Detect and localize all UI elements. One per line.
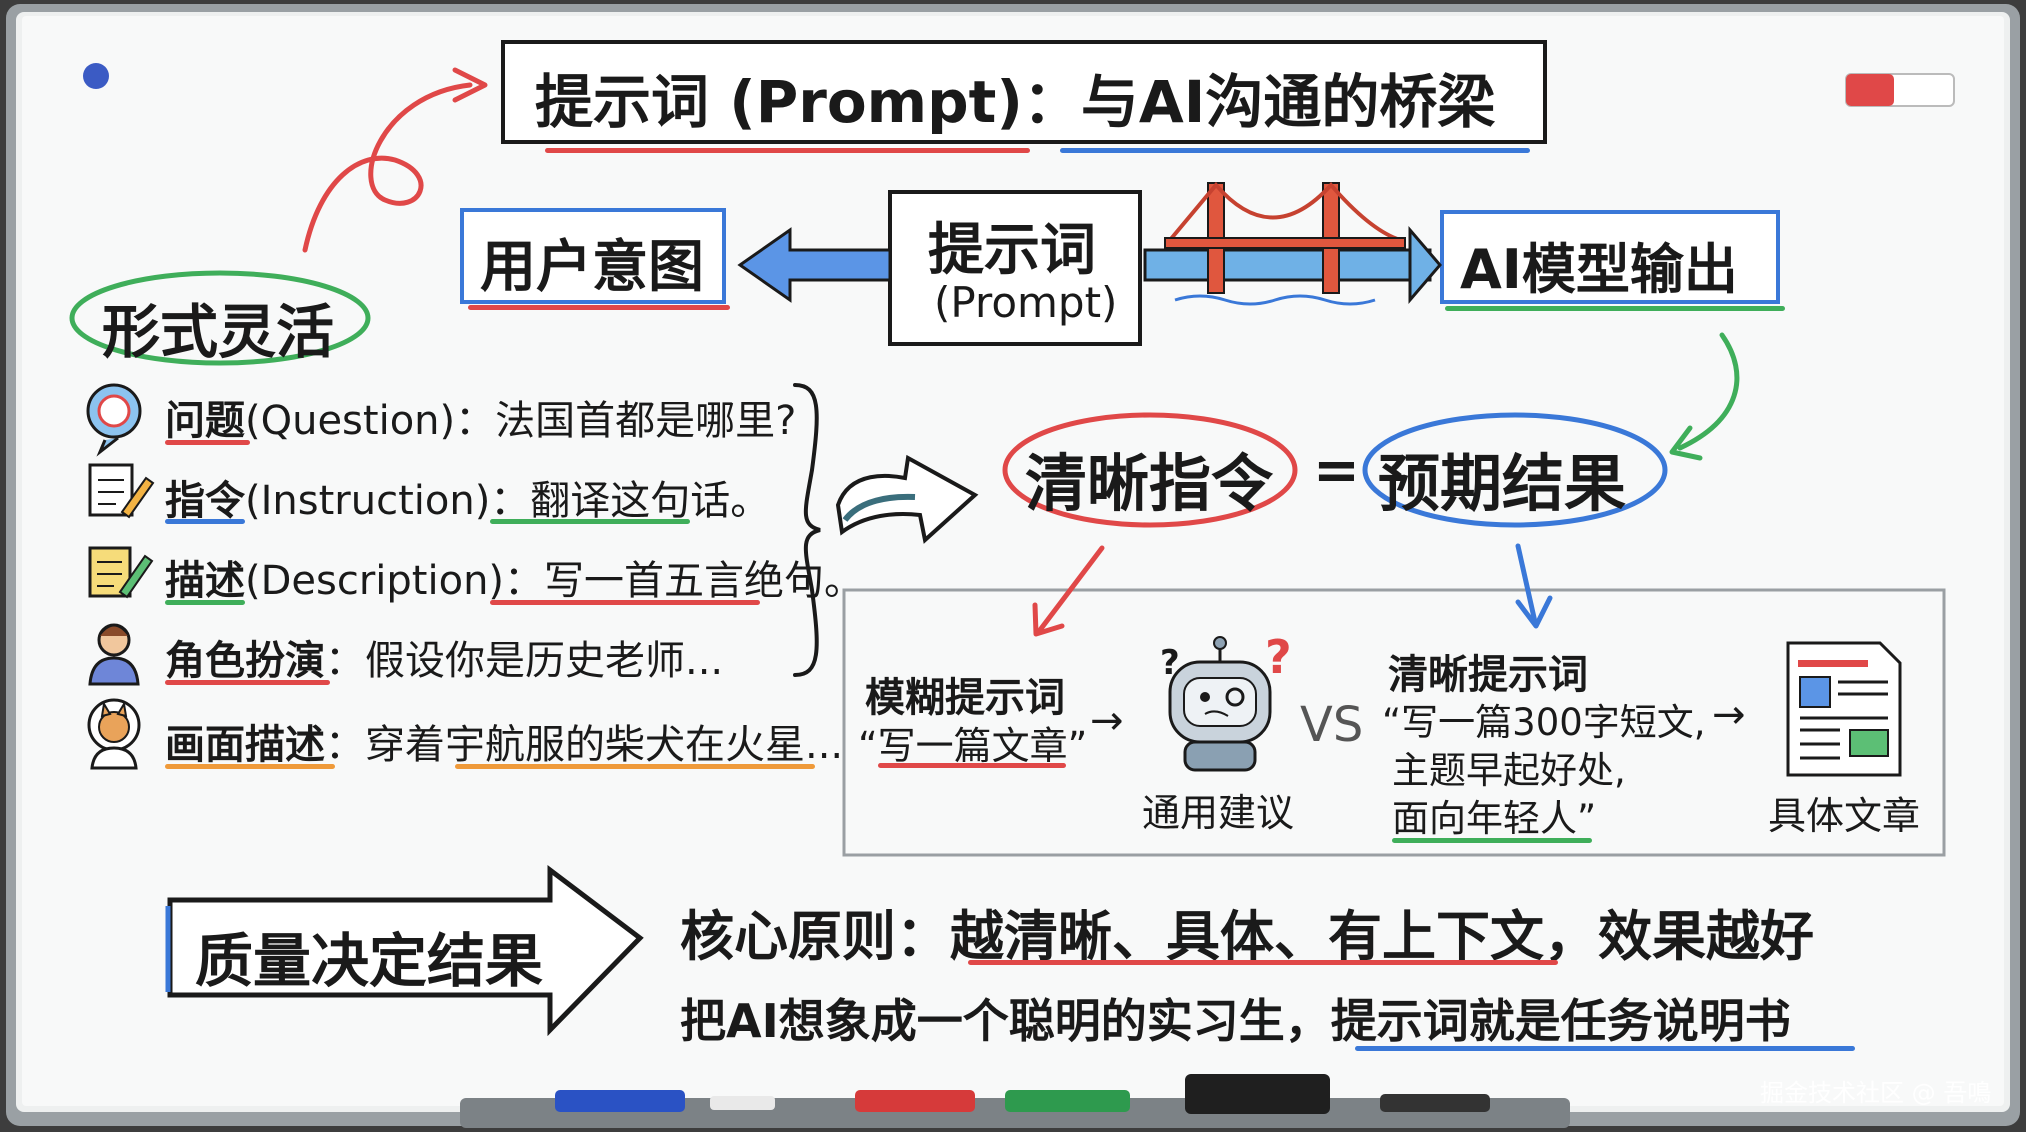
green-marker-icon xyxy=(1005,1090,1130,1112)
vague-underline xyxy=(878,763,1066,768)
bridge-icon xyxy=(1143,181,1442,306)
core-principle-prefix: 核心原则： xyxy=(680,905,950,968)
list-item: 指令(Instruction)：翻译这句话。 xyxy=(165,468,770,526)
vague-prompt-example: “写一篇文章” xyxy=(858,724,1088,768)
core-principle-body: 越清晰、具体、有上下文，效果越好 xyxy=(950,905,1814,968)
form-example: 法国首都是哪里? xyxy=(495,398,797,444)
black-eraser-icon xyxy=(1185,1074,1330,1114)
prompt-box-title: 提示词 xyxy=(928,218,1096,283)
quality-label: 质量决定结果 xyxy=(195,927,544,995)
specific-article-label: 具体文章 xyxy=(1768,794,1921,838)
analogy: 把AI想象成一个聪明的实习生，提示词就是任务说明书 xyxy=(680,985,1791,1051)
core-principle-underline xyxy=(968,960,1558,965)
watermark: 掘金技术社区 @ 吾鳴 xyxy=(1760,1079,1992,1107)
clear-prompt-title: 清晰提示词 xyxy=(1388,652,1588,698)
magnet-icon xyxy=(83,63,109,89)
clear-prompt-line3: 面向年轻人” xyxy=(1392,797,1597,840)
arrow-right: → xyxy=(1712,692,1746,738)
form-underline xyxy=(165,764,335,769)
question-mark-icon: ? xyxy=(1265,630,1292,684)
curly-arrow xyxy=(302,82,473,253)
form-type: ： xyxy=(325,722,365,768)
form-example: 假设你是历史老师... xyxy=(365,638,724,684)
expected-result-label: 预期结果 xyxy=(1378,447,1627,520)
form-example: 翻译这句话。 xyxy=(530,478,771,524)
form-type: (Instruction)： xyxy=(245,478,531,524)
title-underline-blue xyxy=(1060,148,1530,153)
equals-sign: = xyxy=(1313,438,1360,503)
core-principle: 核心原则：越清晰、具体、有上下文，效果越好 xyxy=(680,892,1814,971)
left-double-arrow xyxy=(737,227,892,303)
ai-output-label: AI模型输出 xyxy=(1460,238,1738,301)
example-underline xyxy=(455,764,815,769)
analogy-body: 提示词就是任务说明书 xyxy=(1330,994,1791,1048)
vs-label: VS xyxy=(1300,697,1364,753)
red-marker-icon xyxy=(855,1090,975,1112)
general-advice-label: 通用建议 xyxy=(1142,791,1295,835)
list-item: 描述(Description)：写一首五言绝句。 xyxy=(165,548,864,606)
document-pencil-icon xyxy=(88,546,154,599)
teacher-avatar-icon xyxy=(88,623,140,686)
page-title: 提示词 (Prompt)：与AI沟通的桥梁 xyxy=(535,68,1496,136)
clear-instruction-label: 清晰指令 xyxy=(1025,447,1274,520)
example-underline xyxy=(490,519,690,524)
form-example: 写一首五言绝句。 xyxy=(544,558,865,604)
example-underline xyxy=(490,600,760,605)
form-example: 穿着宇航服的柴犬在火星... xyxy=(365,722,844,768)
ai-output-underline xyxy=(1445,306,1785,311)
user-intent-label: 用户意图 xyxy=(480,235,704,300)
form-type: (Description)： xyxy=(245,558,545,604)
eraser-small-icon xyxy=(710,1096,775,1110)
notepad-pencil-icon xyxy=(88,463,155,519)
clear-underline xyxy=(1392,838,1592,843)
clear-prompt-line1: “写一篇300字短文, xyxy=(1382,701,1706,744)
prompt-box-subtitle: (Prompt) xyxy=(934,278,1118,327)
form-label: 指令 xyxy=(165,478,245,524)
form-label: 画面描述 xyxy=(165,722,325,768)
clear-prompt-line2: 主题早起好处, xyxy=(1392,749,1626,792)
list-item: 角色扮演：假设你是历史老师... xyxy=(165,628,723,686)
question-bubble-icon xyxy=(86,383,142,457)
form-type: ： xyxy=(325,638,365,684)
flexible-form-label: 形式灵活 xyxy=(102,298,335,366)
list-item: 画面描述：穿着宇航服的柴犬在火星... xyxy=(165,712,843,770)
flexible-ellipse xyxy=(69,270,371,366)
curly-brace xyxy=(793,383,821,677)
form-type: (Question)： xyxy=(245,398,496,444)
form-underline xyxy=(165,600,245,605)
title-underline-red xyxy=(545,148,1030,153)
arrow-right: → xyxy=(1090,698,1124,744)
analogy-underline xyxy=(1355,1046,1855,1051)
article-document-icon xyxy=(1786,641,1902,777)
form-label: 描述 xyxy=(165,558,245,604)
quality-arrow xyxy=(167,864,644,1037)
form-label: 问题 xyxy=(165,398,245,444)
blue-marker-icon xyxy=(555,1090,685,1112)
user-intent-underline xyxy=(468,305,730,310)
list-item: 问题(Question)：法国首都是哪里? xyxy=(165,388,796,446)
form-underline xyxy=(165,680,330,685)
analogy-prefix: 把AI想象成一个聪明的实习生， xyxy=(680,994,1331,1048)
form-underline xyxy=(165,519,245,524)
confused-robot-icon xyxy=(1168,636,1272,772)
vague-prompt-title: 模糊提示词 xyxy=(865,675,1065,721)
astronaut-dog-icon xyxy=(87,698,141,770)
black-marker-icon xyxy=(1380,1094,1490,1112)
form-label: 角色扮演 xyxy=(165,638,325,684)
form-underline xyxy=(165,440,250,445)
